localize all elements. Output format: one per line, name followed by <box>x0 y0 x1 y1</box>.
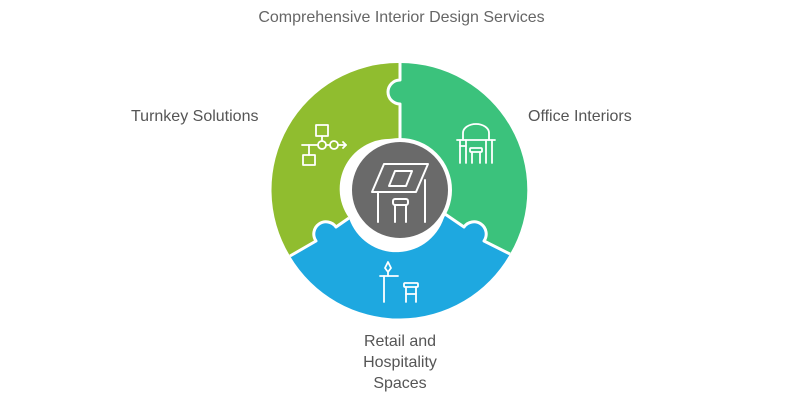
segment-retail <box>290 214 510 319</box>
drafting-table-icon <box>371 163 429 223</box>
page-title: Comprehensive Interior Design Services <box>258 9 545 26</box>
office-desk-icon <box>456 123 496 164</box>
label-turnkey-solutions: Turnkey Solutions <box>131 108 259 125</box>
label-retail-line-2: Hospitality <box>363 354 437 371</box>
bar-table-stool-icon <box>379 261 419 303</box>
center-circle <box>348 138 452 242</box>
segment-office <box>388 62 528 254</box>
label-retail-line-1: Retail and <box>363 333 437 350</box>
label-retail-hospitality: Retail and Hospitality Spaces <box>320 331 480 394</box>
segment-turnkey <box>271 62 400 256</box>
flowchart-icon <box>301 124 347 166</box>
label-office-interiors: Office Interiors <box>528 108 632 125</box>
label-retail-line-3: Spaces <box>373 375 427 392</box>
